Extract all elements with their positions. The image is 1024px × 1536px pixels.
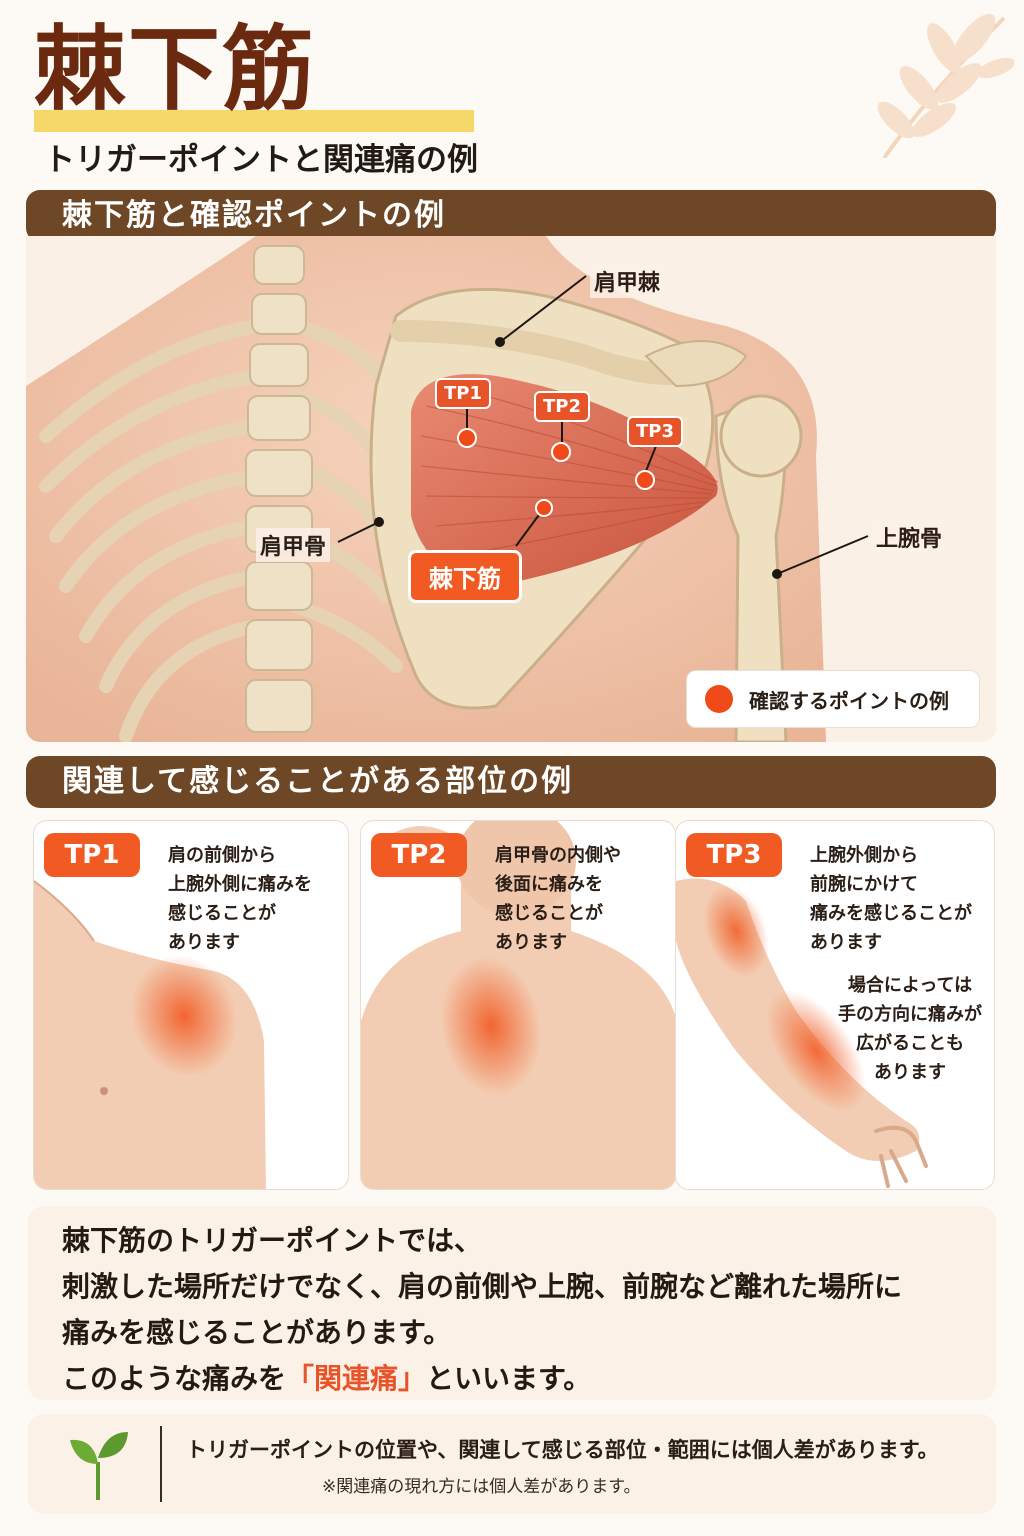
label-scapula: 肩甲骨 bbox=[256, 528, 331, 562]
legend: 確認するポイントの例 bbox=[686, 670, 980, 728]
note-line-1: トリガーポイントの位置や、関連して感じる部位・範囲には個人差があります。 bbox=[186, 1438, 939, 1462]
leaf-decoration-icon bbox=[877, 13, 1014, 158]
label-humerus: 上腕骨 bbox=[872, 520, 947, 554]
explanation-line-4-post: といいます。 bbox=[426, 1362, 592, 1395]
explanation-line-2: 刺激した場所だけでなく、肩の前側や上腕、前腕など離れた場所に bbox=[62, 1270, 903, 1303]
title-block: 棘下筋 bbox=[34, 14, 474, 132]
card-tag-tp3: TP3 bbox=[686, 833, 782, 877]
referred-pain-card-tp1: TP1 肩の前側から 上腕外側に痛みを 感じることが あります bbox=[33, 820, 349, 1190]
tp2-tag: TP2 bbox=[534, 391, 590, 422]
page-title: 棘下筋 bbox=[34, 15, 317, 123]
note-box: トリガーポイントの位置や、関連して感じる部位・範囲には個人差があります。 ※関連… bbox=[28, 1414, 996, 1514]
tp2-point-icon bbox=[551, 442, 571, 462]
card-tag-tp1: TP1 bbox=[44, 833, 140, 877]
referred-pain-card-tp2: TP2 肩甲骨の内側や 後面に痛みを 感じることが あります bbox=[360, 820, 676, 1190]
card-text-tp1: 肩の前側から 上腕外側に痛みを 感じることが あります bbox=[168, 845, 312, 953]
tp1-point-icon bbox=[457, 428, 477, 448]
legend-dot-icon bbox=[705, 685, 733, 713]
explanation-line-4: このような痛みを「関連痛」といいます。 bbox=[62, 1356, 996, 1402]
explanation-line-3: 痛みを感じることがあります。 bbox=[62, 1316, 452, 1349]
card-text-tp3: 上腕外側から 前腕にかけて 痛みを感じることが あります bbox=[810, 845, 972, 953]
note-divider bbox=[160, 1426, 162, 1502]
page-subtitle: トリガーポイントと関連痛の例 bbox=[44, 142, 478, 178]
card-note-tp3: 場合によっては 手の方向に痛みが 広がることも あります bbox=[838, 975, 982, 1083]
tp1-tag: TP1 bbox=[435, 378, 491, 409]
title-underline bbox=[34, 110, 474, 132]
note-line-2: ※関連痛の現れ方には個人差があります。 bbox=[322, 1477, 641, 1497]
explanation-line-1: 棘下筋のトリガーポイントでは、 bbox=[62, 1224, 483, 1257]
infraspinatus-tag: 棘下筋 bbox=[408, 550, 522, 603]
sprout-icon bbox=[70, 1432, 128, 1500]
explanation-line-4-pre: このような痛みを bbox=[62, 1362, 287, 1395]
card-tag-tp2: TP2 bbox=[371, 833, 467, 877]
referred-pain-highlight: 「関連痛」 bbox=[286, 1362, 427, 1395]
tp3-tag: TP3 bbox=[627, 416, 683, 447]
section-heading-anatomy: 棘下筋と確認ポイントの例 bbox=[26, 190, 996, 242]
label-spine-of-scapula: 肩甲棘 bbox=[590, 264, 665, 298]
tp3-point-icon bbox=[635, 470, 655, 490]
section-heading-referred-areas: 関連して感じることがある部位の例 bbox=[26, 756, 996, 808]
infraspinatus-point-icon bbox=[535, 499, 553, 517]
card-text-tp2: 肩甲骨の内側や 後面に痛みを 感じることが あります bbox=[495, 845, 621, 953]
explanation-box: 棘下筋のトリガーポイントでは、 刺激した場所だけでなく、肩の前側や上腕、前腕など… bbox=[28, 1206, 996, 1400]
anatomy-illustration: 肩甲棘 肩甲骨 上腕骨 TP1 TP2 TP3 棘下筋 確認するポイントの例 bbox=[26, 236, 996, 742]
legend-text: 確認するポイントの例 bbox=[749, 688, 949, 713]
referred-pain-card-tp3: TP3 上腕外側から 前腕にかけて 痛みを感じることが あります 場合によっては… bbox=[675, 820, 995, 1190]
